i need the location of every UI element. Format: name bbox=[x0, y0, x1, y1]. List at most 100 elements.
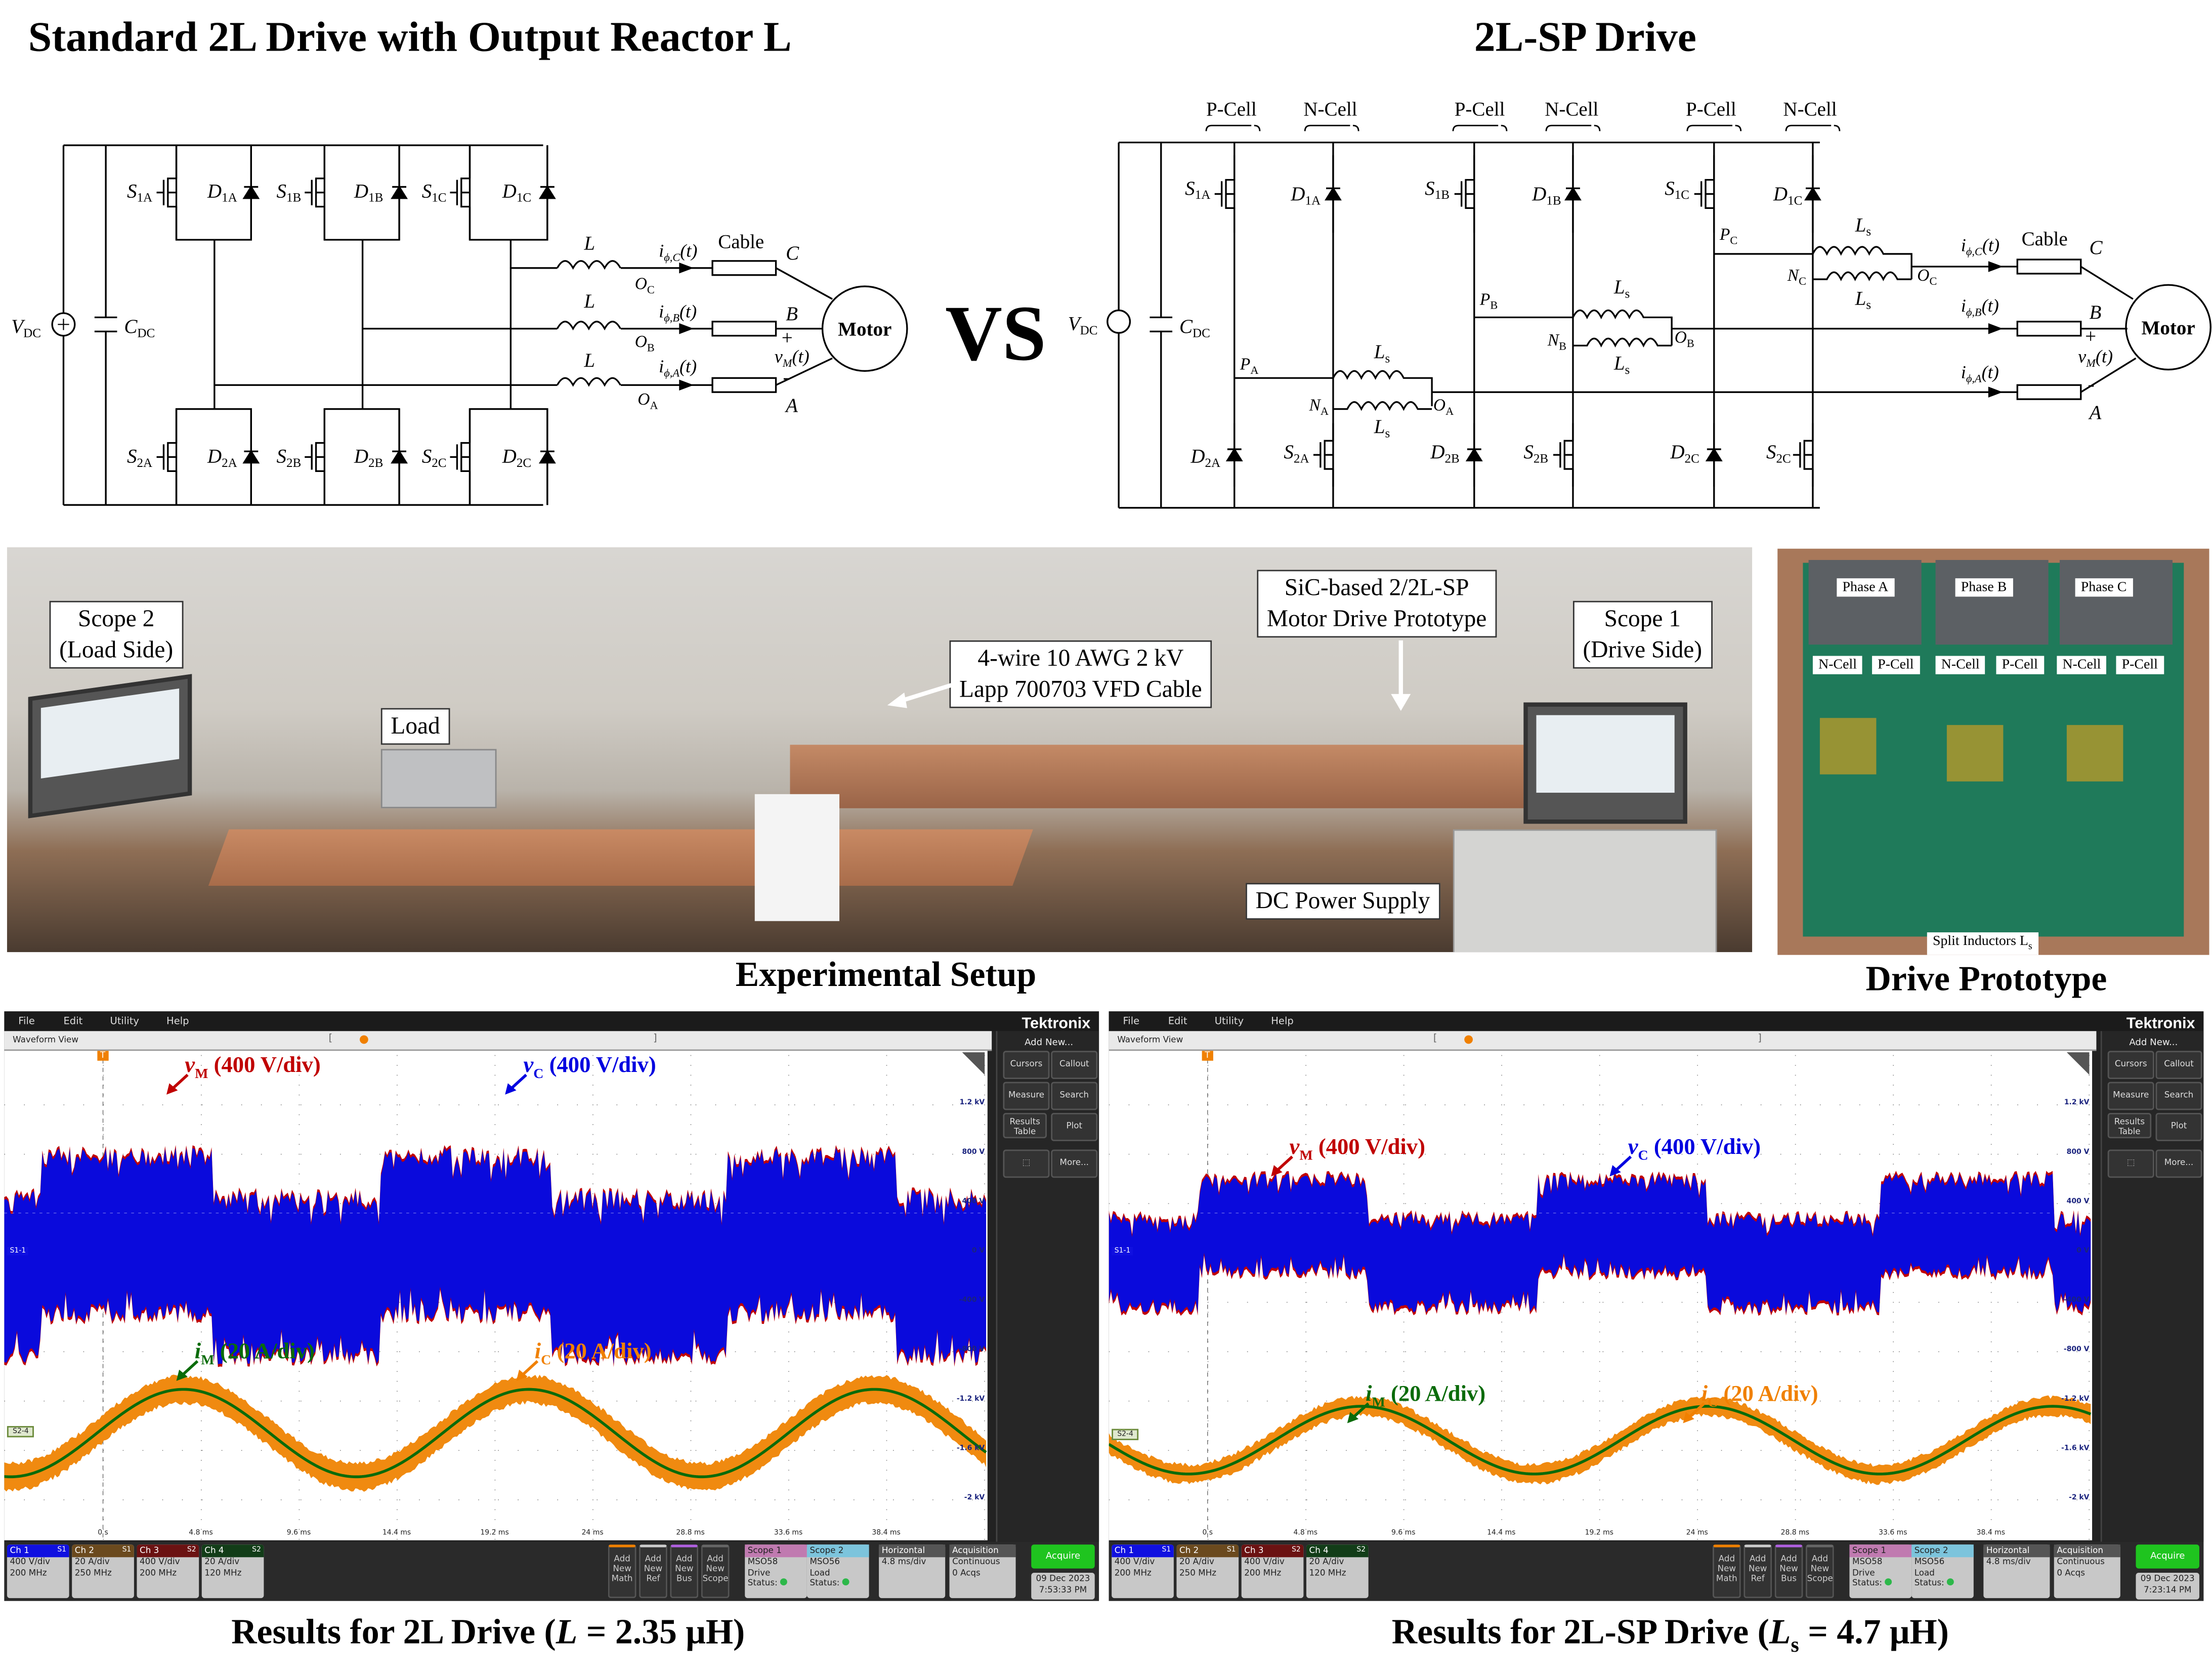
mosfet-icon bbox=[450, 409, 471, 505]
zoom-select-button[interactable]: ⬚ bbox=[1003, 1149, 1050, 1178]
plot-button[interactable]: Plot bbox=[1051, 1112, 1098, 1141]
svg-text:P-Cell: P-Cell bbox=[1686, 99, 1736, 120]
label-phase-c: C bbox=[786, 242, 799, 264]
more-button[interactable]: More... bbox=[1051, 1149, 1098, 1178]
menu-edit[interactable]: Edit bbox=[63, 1015, 83, 1027]
svg-text:N-Cell: N-Cell bbox=[1545, 99, 1598, 120]
svg-text:OB: OB bbox=[1675, 328, 1694, 350]
svg-text:S1B: S1B bbox=[1425, 178, 1450, 202]
more-button[interactable]: More... bbox=[2155, 1149, 2202, 1178]
marker-s1-1[interactable]: S1-1 bbox=[7, 1246, 29, 1256]
x-tick-label: 33.6 ms bbox=[774, 1529, 803, 1538]
label-s2b: S2B bbox=[277, 446, 302, 470]
marker-s2-4[interactable]: S2-4 bbox=[1112, 1429, 1139, 1440]
title-2lsp-drive: 2L-SP Drive bbox=[1474, 14, 1696, 61]
search-button[interactable]: Search bbox=[1051, 1082, 1098, 1110]
menu-utility[interactable]: Utility bbox=[1214, 1015, 1244, 1027]
label-phase-b: Phase B bbox=[1955, 578, 2013, 597]
y-tick-label: -2 kV bbox=[964, 1493, 985, 1502]
svg-text:N-Cell: N-Cell bbox=[1303, 99, 1357, 120]
annotation-arrow bbox=[166, 1073, 189, 1095]
search-button[interactable]: Search bbox=[2155, 1082, 2202, 1110]
trigger-position-icon[interactable] bbox=[360, 1035, 368, 1044]
trigger-marker[interactable]: T bbox=[1202, 1051, 1213, 1061]
circuit-2lsp-drive: VDC CDC P-Cell N-Cell P-Cell N-Cell P-Ce… bbox=[1068, 99, 2211, 509]
callout-button[interactable]: Callout bbox=[1051, 1051, 1098, 1080]
annotation-arrow bbox=[176, 1360, 199, 1381]
add-new-bus-button[interactable]: Add New Bus bbox=[1774, 1544, 1803, 1599]
marker-s1-1[interactable]: S1-1 bbox=[1112, 1246, 1133, 1256]
menu-file[interactable]: File bbox=[18, 1015, 35, 1027]
callout-button[interactable]: Callout bbox=[2155, 1051, 2202, 1080]
menu-edit[interactable]: Edit bbox=[1168, 1015, 1187, 1027]
menu-bar: File Edit Utility Help Tektronix bbox=[1109, 1011, 2204, 1032]
acquire-button[interactable]: Acquire bbox=[2136, 1544, 2199, 1569]
marker-s2-4[interactable]: S2-4 bbox=[7, 1426, 34, 1438]
copper-bench bbox=[790, 745, 1524, 808]
zoom-select-button[interactable]: ⬚ bbox=[2107, 1149, 2154, 1178]
x-tick-label: 9.6 ms bbox=[286, 1529, 311, 1538]
label-s2a: S2A bbox=[127, 446, 152, 470]
mosfet-icon bbox=[1793, 423, 1814, 487]
add-new-math-button[interactable]: Add New Math bbox=[608, 1544, 636, 1599]
label-n-cell: N-Cell bbox=[1935, 656, 1985, 674]
menu-utility[interactable]: Utility bbox=[110, 1015, 139, 1027]
x-tick-label: 38.4 ms bbox=[1976, 1529, 2005, 1538]
trigger-marker[interactable]: T bbox=[97, 1051, 108, 1061]
status-dot-icon bbox=[842, 1578, 849, 1586]
x-tick-label: 24 ms bbox=[1686, 1529, 1708, 1538]
add-new-math-button[interactable]: Add New Math bbox=[1712, 1544, 1741, 1599]
results-table-button[interactable]: Results Table bbox=[2107, 1112, 2152, 1139]
acquire-button[interactable]: Acquire bbox=[1031, 1544, 1095, 1569]
zoom-icon[interactable] bbox=[962, 1052, 985, 1075]
add-new-scope-button[interactable]: Add New Scope bbox=[1806, 1544, 1834, 1599]
label-ia: iϕ,A(t) bbox=[659, 356, 697, 379]
add-new-ref-button[interactable]: Add New Ref bbox=[1743, 1544, 1772, 1599]
waveform-view-tab[interactable]: Waveform View [] bbox=[4, 1031, 992, 1051]
measure-button[interactable]: Measure bbox=[1003, 1082, 1050, 1110]
add-new-scope-button[interactable]: Add New Scope bbox=[701, 1544, 730, 1599]
annotation-vc: vC (400 V/div) bbox=[1628, 1135, 1761, 1164]
measure-button[interactable]: Measure bbox=[2107, 1082, 2154, 1110]
menu-help[interactable]: Help bbox=[1271, 1015, 1294, 1027]
menu-bar: File Edit Utility Help Tektronix bbox=[4, 1011, 1099, 1032]
menu-help[interactable]: Help bbox=[166, 1015, 189, 1027]
results-table-button[interactable]: Results Table bbox=[1003, 1112, 1047, 1139]
cursors-button[interactable]: Cursors bbox=[1003, 1051, 1050, 1080]
menu-file[interactable]: File bbox=[1123, 1015, 1140, 1027]
y-tick-label: 800 V bbox=[2066, 1148, 2090, 1157]
add-new-bus-button[interactable]: Add New Bus bbox=[670, 1544, 699, 1599]
label-phase-a: Phase A bbox=[1837, 578, 1894, 597]
trigger-position-icon[interactable] bbox=[1464, 1035, 1473, 1044]
caption-experimental-setup: Experimental Setup bbox=[735, 956, 1037, 995]
svg-text:VDC: VDC bbox=[1068, 313, 1098, 337]
svg-text:Ls: Ls bbox=[1374, 341, 1390, 365]
experimental-setup-photo: Scope 2(Load Side) Load 4-wire 10 AWG 2 … bbox=[7, 547, 1753, 953]
annotation-arrow bbox=[1347, 1402, 1370, 1424]
zoom-icon[interactable] bbox=[2066, 1052, 2090, 1075]
cursors-button[interactable]: Cursors bbox=[2107, 1051, 2154, 1080]
waveform-view-tab[interactable]: Waveform View [] bbox=[1109, 1031, 2097, 1051]
plot-button[interactable]: Plot bbox=[2155, 1112, 2202, 1141]
label-cdc: CDC bbox=[124, 316, 155, 340]
add-new-ref-button[interactable]: Add New Ref bbox=[639, 1544, 667, 1599]
